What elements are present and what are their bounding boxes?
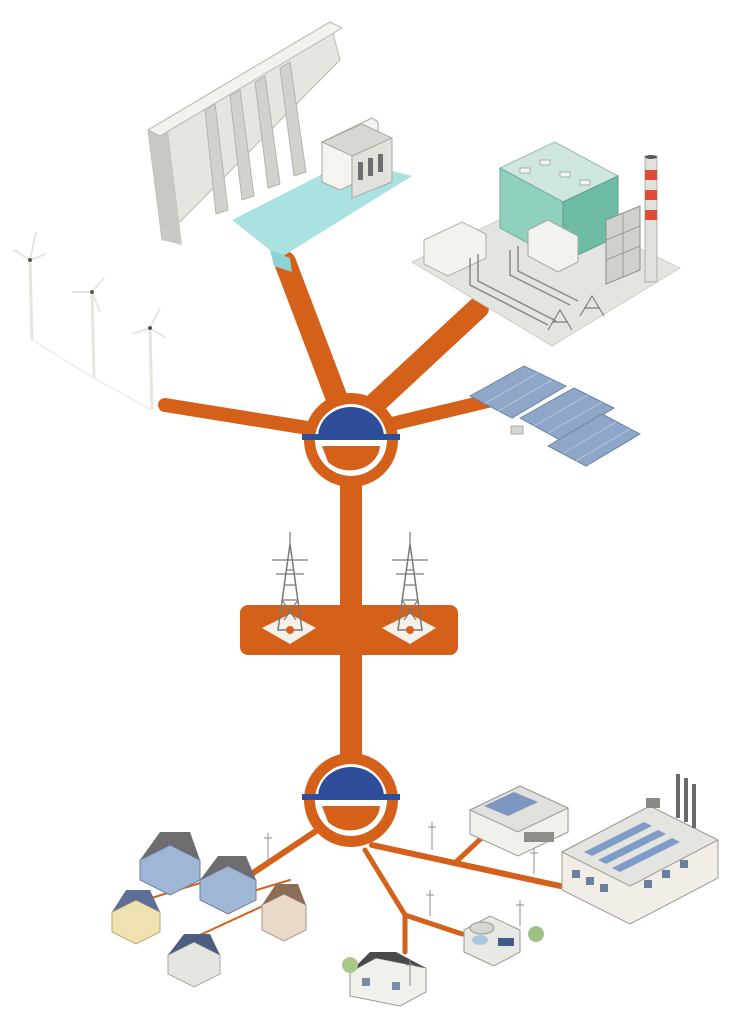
line-factory [369, 842, 563, 889]
dam-wall-side [148, 130, 182, 245]
house-icon [111, 890, 161, 945]
plant-roof-vents [519, 159, 591, 186]
plant-pylons [547, 294, 605, 331]
factory-chimneys [676, 774, 696, 828]
line-dam [274, 251, 356, 431]
solar-panel-icon [468, 365, 642, 467]
factory-skylights [584, 822, 680, 872]
office-building [463, 915, 544, 967]
power-plant [410, 141, 682, 347]
transmission-tower-icon [382, 532, 436, 644]
house-icon [167, 934, 221, 988]
utility-poles [264, 822, 538, 986]
line-residential [250, 822, 328, 876]
line-office [402, 912, 465, 937]
house-icon [199, 856, 257, 915]
line-south [362, 847, 408, 955]
solar-panel-grid [483, 372, 631, 462]
factory-windows [572, 860, 688, 892]
house-icon [261, 884, 307, 942]
wind-turbine-icon [13, 231, 47, 341]
electricity-e-icon [318, 407, 384, 437]
wind-turbine-icon [72, 277, 105, 379]
smokestack [644, 155, 658, 283]
generation-hub [302, 393, 400, 487]
commercial-building [468, 785, 570, 857]
wind-turbines [13, 231, 167, 411]
solar-inverter [510, 425, 524, 435]
solar-farm [468, 365, 642, 467]
factory [560, 774, 720, 925]
store-roof-solar [484, 792, 538, 816]
townhouses [342, 952, 427, 1007]
residential-houses [111, 832, 307, 988]
transmission-section [240, 532, 458, 655]
distribution-hub [302, 753, 400, 847]
powerhouse-windows [358, 154, 383, 180]
hydroelectric-dam [146, 21, 412, 272]
wind-cables [31, 339, 153, 411]
transmission-tower-icon [262, 532, 316, 644]
water-outflow [270, 250, 292, 272]
plant-pipes [469, 246, 579, 326]
plant-annex [527, 219, 579, 273]
dam-buttresses [204, 61, 307, 215]
dam-top [146, 21, 344, 137]
plant-frame-lines [605, 213, 641, 277]
line-house-c [199, 904, 266, 936]
wind-turbine-icon [131, 307, 167, 411]
grid-lines [144, 251, 563, 955]
electricity-e-icon [318, 767, 384, 797]
